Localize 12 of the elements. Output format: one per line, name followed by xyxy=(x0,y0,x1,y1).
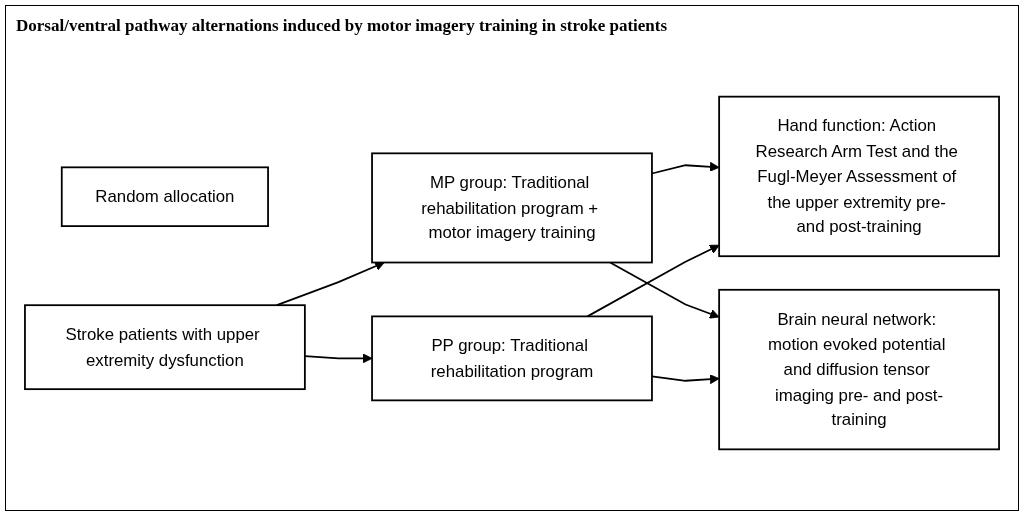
arrow xyxy=(651,161,720,175)
arrow xyxy=(586,244,720,318)
process-box: Hand function: Action Research Arm Test and the Fugl-Meyer Assessment of the upper extremity pre- and post-training xyxy=(718,95,1000,258)
arrow xyxy=(276,261,385,307)
process-box: PP group: Traditional rehabilitation program xyxy=(371,315,653,402)
process-box: Random allocation xyxy=(60,166,269,227)
process-box: Stroke patients with upper extremity dysfunction xyxy=(24,304,306,391)
diagram-title: Dorsal/ventral pathway alternations induced by motor imagery training in stroke patients xyxy=(16,16,669,36)
arrow xyxy=(609,261,720,319)
process-box: MP group: Traditional rehabilitation program + motor imagery training xyxy=(371,152,653,264)
arrow xyxy=(651,374,720,385)
process-box: Brain neural network: motion evoked potential and diffusion tensor imaging pre- and post-training xyxy=(718,288,1000,451)
